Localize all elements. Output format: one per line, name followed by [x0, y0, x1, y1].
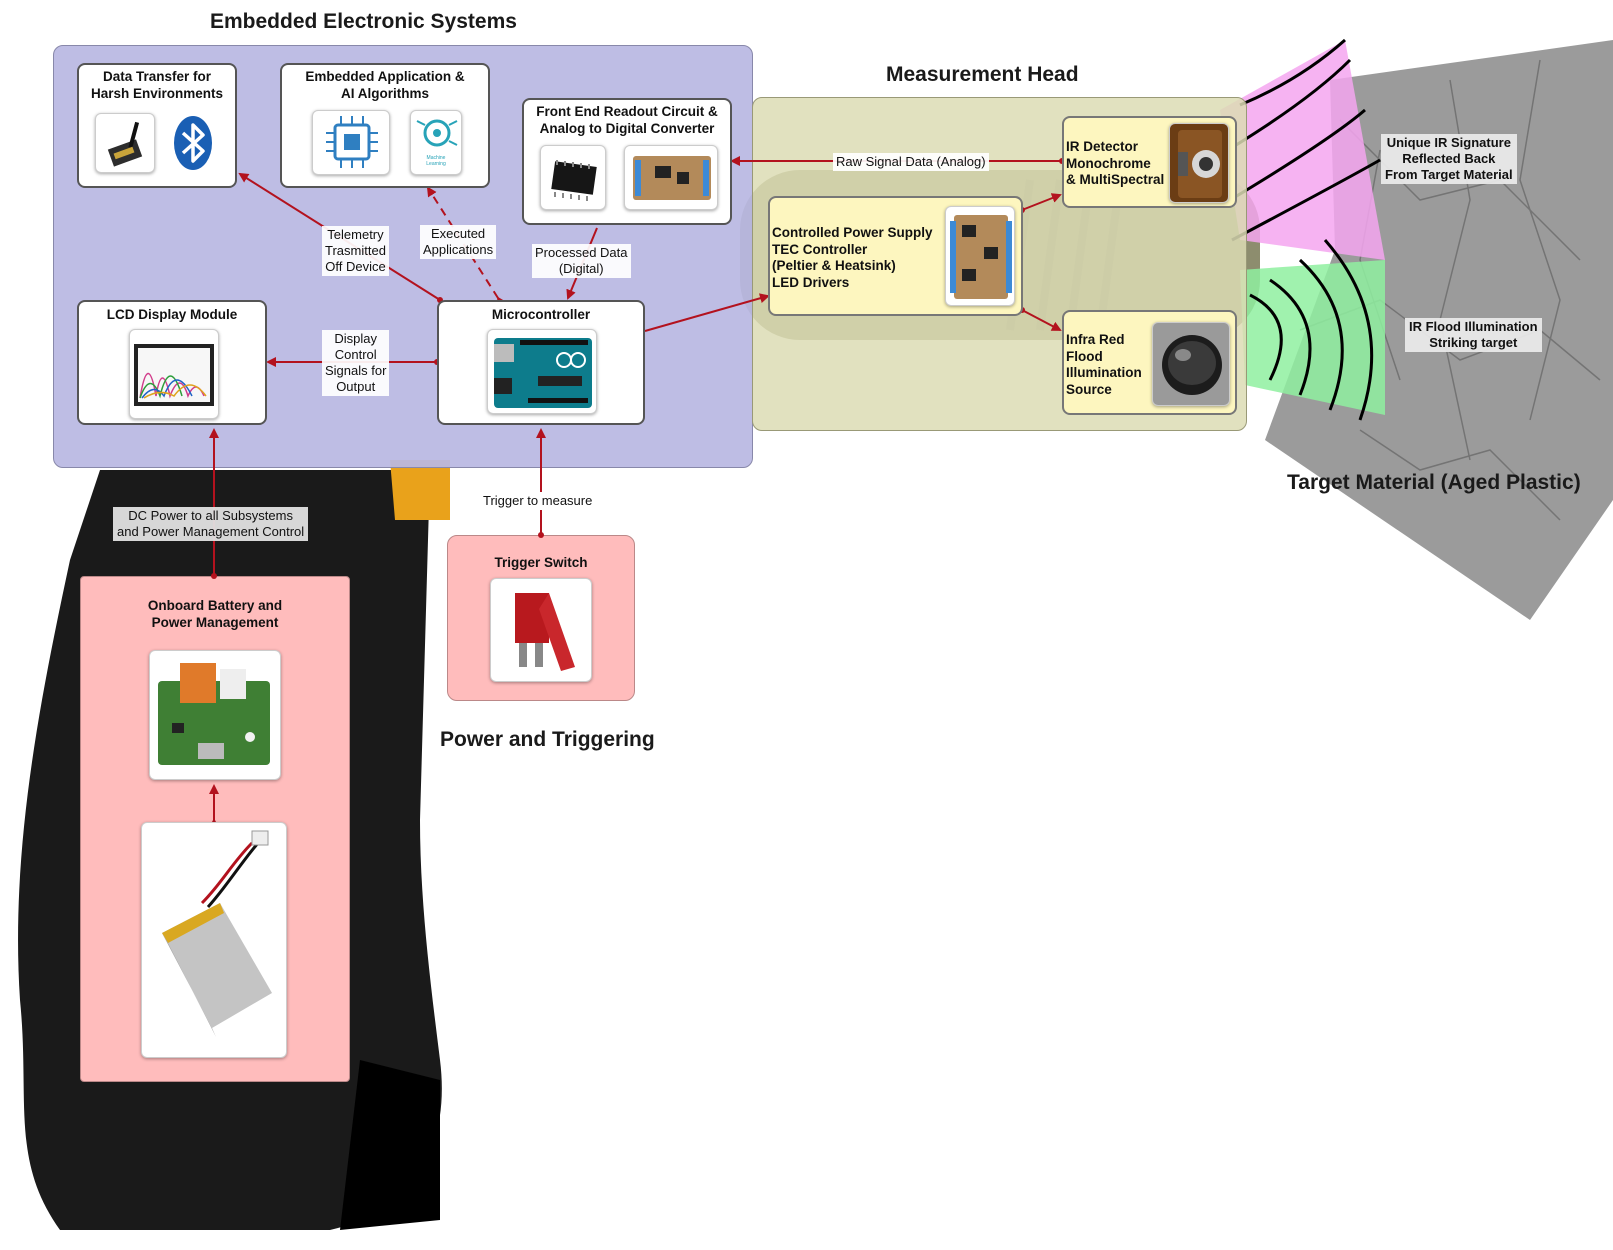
- telemetry-label: Telemetry Trasmitted Off Device: [322, 226, 389, 276]
- trigger-switch-title: Trigger Switch: [494, 555, 588, 570]
- dc-power-label: DC Power to all Subsystems and Power Man…: [113, 507, 309, 541]
- bluetooth-icon: [174, 116, 212, 170]
- readout-board-icon: [633, 156, 711, 200]
- bluetooth-thumb: [167, 113, 219, 173]
- machine-learning-thumb: Machine Learning: [410, 110, 462, 175]
- power-management-board-icon: [158, 663, 270, 765]
- wireless-module-icon: [107, 121, 143, 167]
- wireless-module-thumb: [95, 113, 155, 173]
- microcontroller-card: Microcontroller: [437, 300, 645, 425]
- ir-flood-title: Infra Red Flood Illumination Source: [1066, 332, 1142, 397]
- ir-flood-beam: [1240, 260, 1385, 415]
- ir-flood-card: Infra Red Flood Illumination Source: [1062, 310, 1237, 415]
- ai-chip-thumb: [312, 110, 390, 175]
- power-driver-thumb: [945, 206, 1015, 306]
- ir-detector-title: IR Detector Monochrome & MultiSpectral: [1066, 139, 1165, 187]
- executed-applications-label: Executed Applications: [420, 225, 497, 259]
- battery-title: Onboard Battery and Power Management: [147, 598, 283, 630]
- ir-detector-card: IR Detector Monochrome & MultiSpectral: [1062, 116, 1237, 208]
- ir-led-icon: [1162, 335, 1222, 395]
- machine-learning-caption: Machine Learning: [426, 155, 446, 167]
- power-management-thumb: [149, 650, 281, 780]
- arrow-executed-apps: [426, 186, 507, 308]
- machine-learning-icon: [416, 119, 458, 147]
- lcd-card: LCD Display Module: [77, 300, 267, 425]
- lipo-battery-icon: [162, 830, 272, 1037]
- power-supply-title: Controlled Power Supply TEC Controller (…: [772, 225, 933, 290]
- lcd-thumb: [129, 329, 219, 419]
- ir-detector-thumb: [1169, 123, 1229, 203]
- front-end-title: Front End Readout Circuit & Analog to Di…: [536, 104, 718, 136]
- raw-signal-label: Raw Signal Data (Analog): [833, 153, 989, 171]
- processed-data-label: Processed Data (Digital): [532, 244, 631, 278]
- ir-flood-thumb: [1152, 322, 1230, 406]
- trigger-switch-thumb: [490, 578, 592, 682]
- arduino-thumb: [487, 329, 597, 414]
- device-handle-edge: [340, 1060, 440, 1230]
- display-control-label: Display Control Signals for Output: [322, 330, 390, 396]
- trigger-switch-icon: [515, 593, 575, 671]
- arrow-mcu-to-power: [644, 293, 770, 332]
- trigger-measure-label: Trigger to measure: [480, 492, 596, 510]
- driver-board-icon: [950, 215, 1012, 299]
- battery-thumb: [141, 822, 287, 1058]
- microcontroller-title: Microcontroller: [491, 307, 591, 322]
- embedded-app-title: Embedded Application & AI Algorithms: [305, 69, 465, 101]
- lcd-screen-icon: [134, 344, 214, 406]
- arduino-board-icon: [494, 338, 592, 408]
- measurement-head-title: Measurement Head: [886, 63, 1079, 86]
- embedded-systems-title: Embedded Electronic Systems: [210, 10, 517, 33]
- adc-chip-thumb: [540, 145, 606, 210]
- target-material-title: Target Material (Aged Plastic): [1287, 471, 1581, 494]
- lcd-title: LCD Display Module: [106, 307, 238, 322]
- ai-chip-icon: [326, 116, 378, 168]
- device-trigger-accent: [390, 460, 450, 520]
- readout-board-thumb: [624, 145, 718, 210]
- data-transfer-card: Data Transfer for Harsh Environments: [77, 63, 237, 188]
- ir-flood-striking-label: IR Flood Illumination Striking target: [1405, 318, 1542, 352]
- arrow-power-to-detector: [1021, 193, 1062, 211]
- data-transfer-title: Data Transfer for Harsh Environments: [90, 69, 224, 101]
- arrow-power-to-flood: [1021, 309, 1062, 331]
- embedded-app-card: Embedded Application & AI Algorithms Mac…: [280, 63, 490, 188]
- ir-detector-sensor-icon: [1178, 130, 1222, 198]
- power-supply-card: Controlled Power Supply TEC Controller (…: [768, 196, 1023, 316]
- adc-chip-icon: [551, 160, 597, 201]
- front-end-card: Front End Readout Circuit & Analog to Di…: [522, 98, 732, 225]
- power-triggering-title: Power and Triggering: [440, 728, 655, 751]
- unique-ir-signature-label: Unique IR Signature Reflected Back From …: [1381, 134, 1517, 184]
